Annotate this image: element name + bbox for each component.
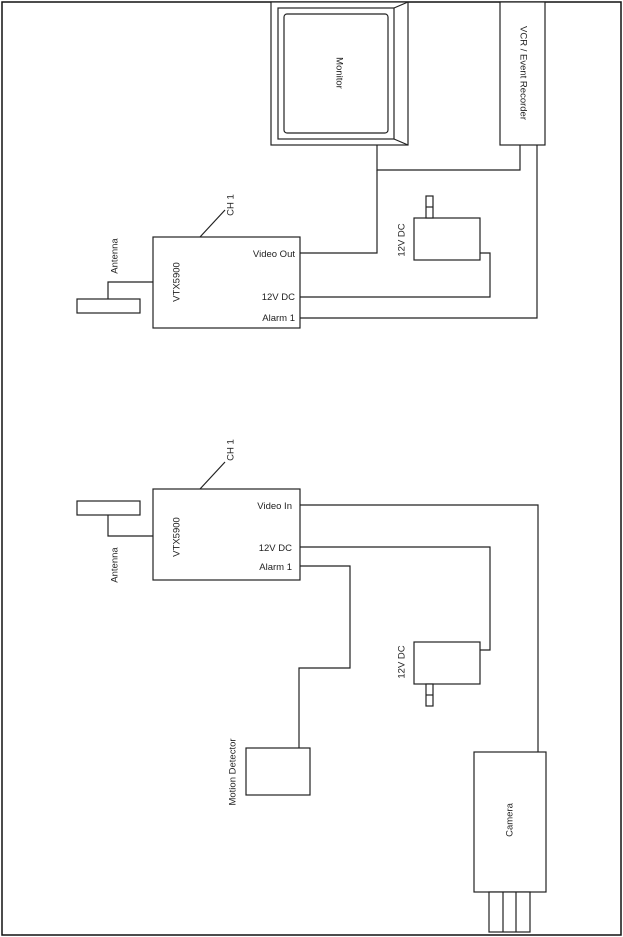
monitor-bevel-line [393, 138, 409, 146]
camera-body [473, 751, 547, 893]
channel-tag: CH 1 [226, 439, 237, 461]
power-wire-bottom [300, 546, 491, 651]
channel-leader-line [199, 209, 226, 238]
port-12v-dc: 12V DC [259, 543, 292, 554]
power-wire-top [300, 252, 491, 298]
antenna-feed [107, 281, 153, 299]
antenna-feed [107, 515, 153, 537]
antenna-element [76, 500, 141, 516]
top-system: Monitor VCR / Event Recorder 12V DC Vide… [76, 1, 546, 329]
receiver-unit-top[interactable]: Video Out 12V DC Alarm 1 VTX5900 [152, 236, 301, 329]
camera-lens [488, 891, 531, 933]
power-supply-top[interactable]: 12V DC [397, 195, 481, 261]
unit-model-label: VTX5900 [172, 517, 183, 557]
port-video-out: Video Out [253, 249, 295, 260]
port-12v-dc: 12V DC [262, 292, 295, 303]
transmitter-unit-box [152, 488, 301, 581]
antenna-label: Antenna [110, 238, 121, 274]
alarm-in-wire [298, 565, 351, 748]
port-alarm-1: Alarm 1 [262, 313, 295, 324]
vcr-recorder[interactable]: VCR / Event Recorder [499, 1, 546, 146]
receiver-unit-box [152, 236, 301, 329]
camera[interactable]: Camera [473, 751, 547, 933]
bottom-system: Video In 12V DC Alarm 1 VTX5900 CH 1 Ant… [76, 439, 547, 933]
monitor-label: Monitor [333, 57, 344, 89]
unit-model-label: VTX5900 [172, 262, 183, 302]
power-supply-box [413, 217, 481, 261]
power-supply-box [413, 641, 481, 685]
antenna-bottom: Antenna [76, 500, 153, 583]
port-alarm-1: Alarm 1 [259, 562, 292, 573]
camera-label: Camera [505, 802, 516, 837]
antenna-top: Antenna [76, 238, 153, 314]
power-supply-bottom[interactable]: 12V DC [397, 641, 481, 707]
monitor-screen [283, 13, 389, 134]
transmitter-unit-bottom[interactable]: Video In 12V DC Alarm 1 VTX5900 [152, 488, 301, 581]
video-in-wire [300, 504, 539, 752]
vcr-recorder-label: VCR / Event Recorder [517, 26, 528, 120]
vcr-recorder-box [499, 1, 546, 146]
monitor-bevel-line [393, 1, 409, 9]
antenna-element [76, 298, 141, 314]
channel-leader-line [199, 461, 226, 490]
channel-tag: CH 1 [226, 194, 237, 216]
alarm-out-wire [300, 145, 538, 319]
monitor-recorder-wire [376, 145, 521, 171]
power-supply-label: 12V DC [397, 223, 408, 256]
motion-detector-box [245, 747, 311, 796]
motion-detector[interactable]: Motion Detector [228, 738, 311, 806]
monitor[interactable]: Monitor [270, 1, 409, 146]
power-supply-label: 12V DC [397, 645, 408, 678]
video-out-wire [300, 170, 378, 254]
motion-detector-label: Motion Detector [228, 738, 239, 805]
port-video-in: Video In [257, 501, 292, 512]
antenna-label: Antenna [110, 547, 121, 583]
